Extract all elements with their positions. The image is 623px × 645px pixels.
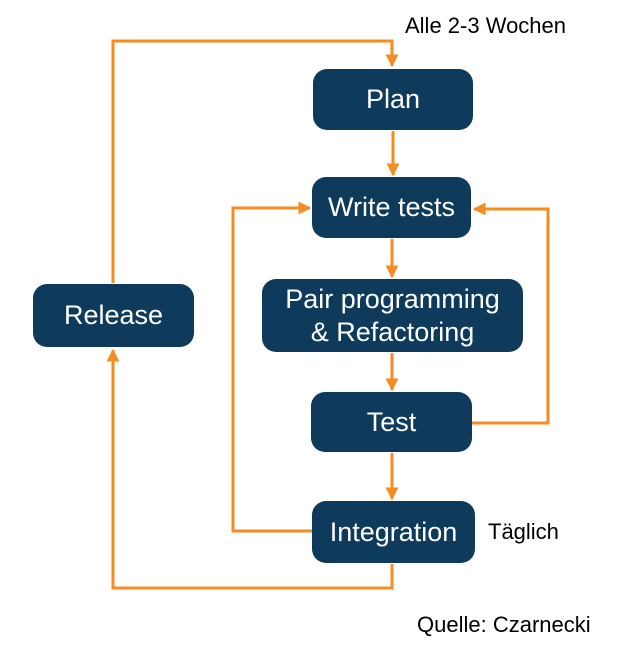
daily-label: Täglich (488, 519, 559, 544)
node-label: Test (366, 406, 417, 437)
node-release: Release (33, 284, 194, 347)
edge-test-to-write-tests (472, 202, 550, 425)
node-write-tests: Write tests (312, 177, 471, 238)
cycle-label: Alle 2-3 Wochen (405, 13, 567, 38)
flow-arrows (106, 39, 550, 590)
edge-release-to-plan (111, 39, 399, 283)
node-pair-programming: Pair programming & Refactoring (262, 279, 523, 352)
node-test: Test (311, 392, 472, 452)
edge-integration-to-write-tests (231, 201, 312, 533)
source-label: Quelle: Czarnecki (417, 612, 591, 637)
node-label: Pair programming & Refactoring (285, 283, 500, 347)
node-label: Plan (365, 84, 421, 115)
node-plan: Plan (313, 69, 473, 130)
edge-integration-to-release (106, 348, 394, 590)
node-label: Release (63, 300, 164, 331)
node-label: Integration (329, 516, 458, 547)
node-integration: Integration (312, 501, 475, 563)
node-label: Write tests (327, 192, 456, 223)
